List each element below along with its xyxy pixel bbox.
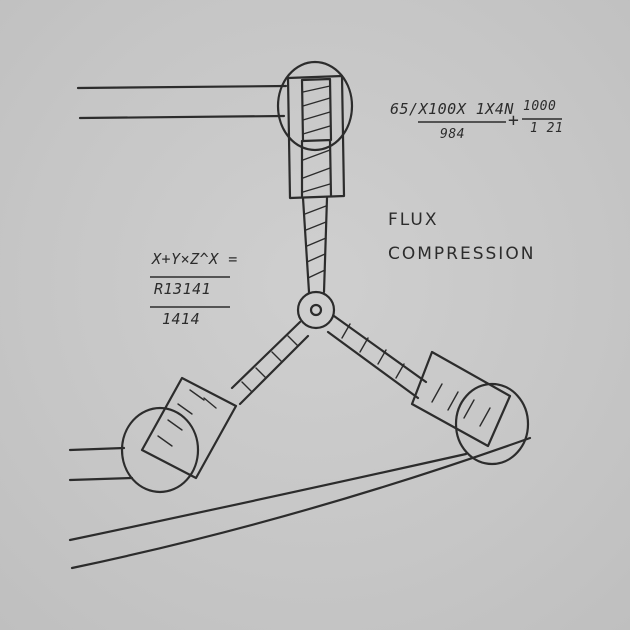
formula-top-plus-denominator: 1 21 [530, 121, 564, 136]
left-electrode-body [140, 376, 238, 480]
title-line1: FLUX [388, 210, 439, 230]
left-electrode-ring [120, 406, 200, 494]
left-wire-upper [68, 446, 126, 452]
formula-left-bar1 [150, 276, 230, 278]
title-line2: COMPRESSION [388, 244, 536, 264]
left-tube-hatch [241, 335, 299, 393]
right-tube [326, 314, 428, 400]
formula-top-plus-numerator: 1000 [523, 99, 557, 114]
left-wire-lower [68, 476, 134, 482]
top-electrode-ring [276, 60, 354, 152]
formula-top-plus-fraction-bar [522, 118, 562, 120]
center-node [296, 290, 336, 330]
left-electrode-hatch [157, 389, 217, 447]
right-tube-hatch [341, 323, 405, 379]
formula-left-line1: X+Y×Z^X = [152, 250, 238, 268]
formula-left-bar2 [150, 306, 230, 308]
ground-wire-upper [68, 452, 468, 542]
top-electrode-hatch [302, 85, 331, 135]
center-node-core [309, 303, 323, 317]
right-electrode-ring [454, 382, 530, 466]
formula-top-plus: + [508, 110, 520, 131]
formula-left-line2: R13141 [154, 280, 212, 298]
formula-top-fraction-bar [418, 121, 506, 123]
formula-top-denominator: 984 [440, 127, 465, 142]
top-electrode-body [286, 74, 346, 200]
top-wire-upper [76, 84, 288, 90]
right-electrode-body [410, 350, 512, 448]
top-tube [301, 196, 329, 294]
top-electrode-lower-hatch [302, 149, 331, 193]
formula-top-numerator: 65/X100X 1X4N [390, 100, 514, 118]
top-wire-lower [78, 114, 286, 120]
formula-left-line3: 1414 [162, 310, 201, 328]
right-electrode-hatch [431, 383, 491, 427]
ground-wire-lower [70, 436, 532, 570]
left-tube [230, 320, 310, 406]
top-tube-hatch [304, 205, 327, 279]
